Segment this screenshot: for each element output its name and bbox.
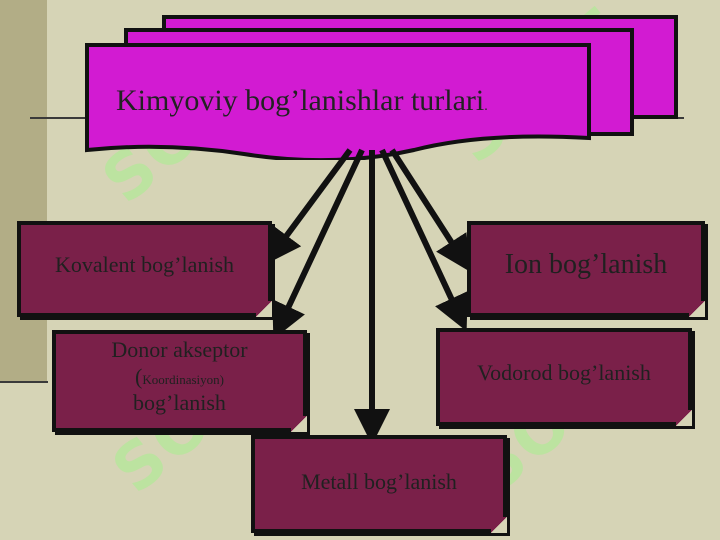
arrow-to-donor [272, 148, 365, 340]
box-metall-fold [491, 517, 507, 533]
box-vodorod: Vodorod bog’lanish [436, 328, 692, 426]
arrow-to-kovalent [265, 148, 353, 265]
box-metall-label: Metall bog’lanish [301, 468, 457, 494]
title-suffix: . [484, 99, 488, 114]
box-kovalent: Kovalent bog’lanish [17, 221, 272, 317]
box-metall: Metall bog’lanish [251, 435, 507, 533]
diagram-title: Kimyoviy bog’lanishlar turlari. [116, 84, 488, 117]
box-ion-fold [689, 301, 705, 317]
box-vodorod-label: Vodorod bog’lanish [477, 359, 651, 385]
left-decorative-band [0, 0, 47, 383]
box-kovalent-label: Kovalent bog’lanish [54, 251, 235, 277]
box-ion-label: Ion bog’lanish [504, 249, 668, 281]
box-donor-line3: bog’lanish [133, 390, 226, 416]
box-donor-line1: Donor akseptor [111, 337, 248, 363]
box-vodorod-fold [676, 410, 692, 426]
box-donor-line2: (Koordinasiyon) [135, 363, 224, 389]
box-kovalent-fold [256, 301, 272, 317]
divider-line-top [30, 117, 90, 119]
box-donor-fold [291, 416, 307, 432]
divider-line-bottom [0, 381, 48, 383]
box-ion: Ion bog’lanish [467, 221, 705, 317]
arrow-to-ion [389, 148, 471, 273]
box-donor: Donor akseptor (Koordinasiyon) bog’lanis… [52, 330, 307, 432]
arrow-to-vodorod [379, 148, 468, 332]
